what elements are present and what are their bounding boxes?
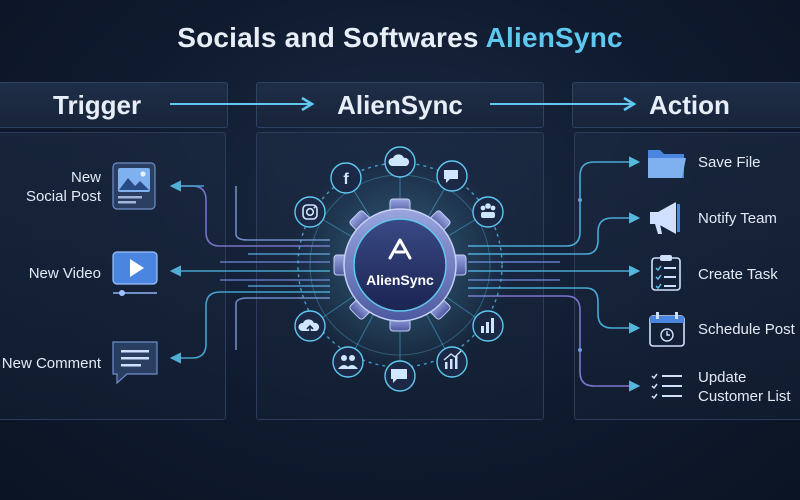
users-icon — [332, 346, 364, 378]
action-label-line: Save File — [698, 154, 761, 171]
megaphone-icon — [650, 202, 680, 234]
trigger-label-social-post: New Social Post — [26, 168, 101, 206]
title-main: Socials and Softwares — [177, 22, 479, 53]
trigger-label-comment: New Comment — [2, 354, 101, 373]
trigger-label-line: New — [70, 169, 101, 186]
page-title: Socials and Softwares AlienSync — [0, 22, 800, 54]
svg-text:f: f — [343, 171, 349, 188]
video-icon — [112, 251, 158, 296]
action-header: Action — [572, 82, 800, 128]
trigger-label-line: New Video — [28, 265, 101, 282]
comment-icon — [112, 341, 158, 385]
action-panel — [574, 132, 800, 420]
action-label-line: Customer List — [698, 388, 791, 405]
trigger-label-line: New Comment — [1, 355, 101, 372]
trend-chart-icon — [436, 346, 468, 378]
hub-label: AlienSync — [366, 272, 434, 288]
action-label-save-file: Save File — [698, 154, 761, 171]
action-label-line: Notify Team — [698, 210, 777, 227]
instagram-icon — [294, 196, 326, 228]
chat-icon — [436, 160, 468, 192]
folder-icon — [648, 150, 686, 178]
aliensync-logo-icon — [388, 238, 412, 260]
title-accent: AlienSync — [485, 22, 623, 53]
message-icon — [384, 360, 416, 392]
facebook-icon: f — [330, 162, 362, 194]
bar-chart-icon — [472, 310, 504, 342]
action-label-notify-team: Notify Team — [698, 210, 777, 227]
header-arrow-2 — [490, 96, 637, 112]
list-icon — [651, 373, 682, 400]
trigger-header-label: Trigger — [53, 89, 142, 120]
action-label-update-customer-list: Update Customer List — [698, 368, 800, 406]
action-label-schedule-post: Schedule Post — [698, 321, 800, 338]
cloud-icon — [384, 146, 416, 178]
action-label-create-task: Create Task — [698, 266, 778, 283]
trigger-label-video: New Video — [29, 264, 101, 283]
hub-gear — [333, 198, 467, 332]
action-label-line: Schedule Post — [698, 321, 795, 338]
image-post-icon — [112, 162, 156, 210]
center-header-label: AlienSync — [337, 89, 463, 120]
trigger-label-line: Social Post — [25, 188, 101, 205]
action-label-line: Update — [698, 369, 747, 386]
action-header-label: Action — [649, 89, 730, 120]
team-icon — [472, 196, 504, 228]
header-arrow-1 — [170, 96, 315, 112]
action-label-line: Create Task — [698, 266, 778, 283]
cloud-upload-icon — [294, 310, 326, 342]
calendar-icon — [649, 312, 685, 347]
checklist-icon — [651, 255, 681, 291]
hub-ring — [297, 162, 503, 368]
